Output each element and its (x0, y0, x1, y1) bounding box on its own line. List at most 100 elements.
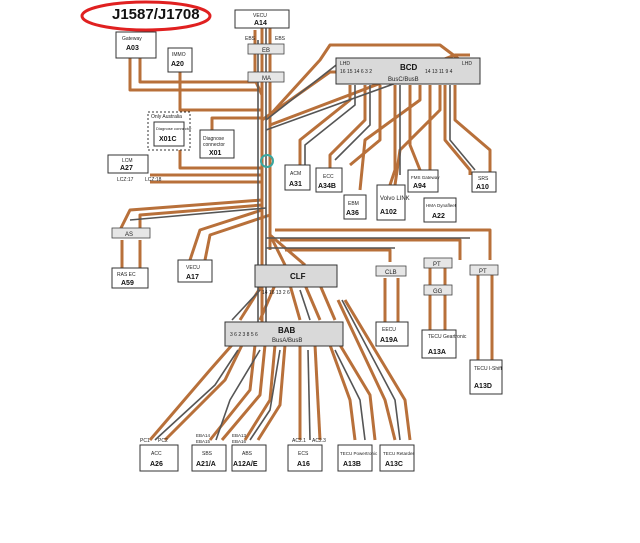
module-a13b-name: TECU Powertronic (340, 451, 378, 456)
module-a17: VECU A17 (177, 259, 213, 283)
module-a27-name: LCM (122, 158, 133, 164)
module-a59-code: A59 (121, 280, 134, 287)
primary-wires (118, 28, 494, 442)
module-a13b: TECU Powertronic A13B (337, 444, 378, 472)
diagram-title: J1587/J1708 (112, 6, 200, 23)
module-x01c-note: Only Australia (151, 114, 182, 120)
wire-labels: LCZ:17 LCZ:18 EBS EBS PC1 PC2 AC2.1 AC2.… (117, 36, 326, 444)
module-a21a-name: SBS (202, 451, 213, 457)
module-a59: RAS EC A59 (111, 267, 149, 289)
connector-gg: GG (423, 284, 453, 296)
connector-eb-label: EB (262, 48, 270, 54)
hub-clf-name: CLF (290, 272, 306, 281)
wire-label-ebs13: EBA13 (232, 433, 247, 438)
module-a102: Volvo LINK A102 (376, 184, 410, 221)
module-a14-code: A14 (254, 20, 267, 27)
module-a22-name: HMA Dynafleet (426, 203, 457, 208)
wire-label-ebs2: EBS (275, 36, 286, 42)
hub-bab-pins: 3 6 2 3 8 5 6 (230, 332, 258, 338)
module-a26-name: ACC (151, 451, 162, 457)
module-a31: ACM A31 (284, 164, 311, 191)
module-a19a: EECU A19A (375, 321, 409, 347)
module-a17-name: VECU (186, 265, 200, 271)
connector-pt2-label: PT (479, 269, 487, 275)
module-a31-code: A31 (289, 181, 302, 188)
hub-bab-sub: BusA/BusB (272, 338, 302, 344)
module-a16: ECS A16 (287, 444, 323, 472)
module-a21a-code: A21/A (196, 461, 216, 468)
module-a12ae-code: A12A/E (233, 461, 258, 468)
hub-clf: CLF 14 16 13 2 6 (254, 264, 338, 296)
wire-label-ebs16: EBA16 (232, 439, 247, 444)
module-a20-code: A20 (171, 61, 184, 68)
wire-label-ebs14: EBA14 (196, 433, 211, 438)
wire-label-ebs15: EBA15 (196, 439, 211, 444)
wire-label-ebs1: EBS (245, 36, 256, 42)
module-a102-name: Volvo LINK (380, 196, 410, 202)
module-x01c-code: X01C (159, 136, 177, 143)
module-a22-code: A22 (432, 213, 445, 220)
module-a21a: SBS A21/A (191, 444, 227, 472)
module-a94: FMS Gateway A94 (407, 169, 440, 193)
connector-ma: MA (247, 71, 285, 83)
module-a03-code: A03 (126, 45, 139, 52)
module-a13a-code: A13A (428, 349, 446, 356)
module-a13d: TECU I-Shift A13D (469, 359, 503, 395)
wire-label-lcz2: LCZ:18 (145, 177, 162, 183)
module-a36-code: A36 (346, 210, 359, 217)
module-a13d-name: TECU I-Shift (474, 366, 503, 372)
hub-bcd-sub: BusC/BusB (388, 77, 419, 83)
module-a13d-code: A13D (474, 383, 492, 390)
module-a34b-code: A34B (318, 183, 336, 190)
connector-clb-label: CLB (385, 270, 397, 276)
module-a14: VECU A14 (234, 9, 290, 29)
module-a20: IMMO A20 (167, 47, 193, 73)
module-a26: ACC A26 (139, 444, 179, 472)
module-a10-code: A10 (476, 184, 489, 191)
wire-label-lcz1: LCZ:17 (117, 177, 134, 183)
module-a31-name: ACM (290, 171, 301, 177)
module-a16-name: ECS (298, 451, 309, 457)
connector-ma-label: MA (262, 76, 271, 82)
module-a34b-name: ECC (323, 174, 334, 180)
module-a59-name: RAS EC (117, 272, 136, 278)
wire-label-pc2: PC2 (158, 438, 168, 444)
module-a16-code: A16 (297, 461, 310, 468)
module-a12ae-name: ABS (242, 451, 253, 457)
hub-bcd: LHD LHD 16 15 14 6 3 2 14 13 11 9 4 BCD … (335, 57, 481, 85)
module-x01c: Only Australia Diagnose connector X01C (147, 111, 192, 151)
connector-as-label: AS (125, 232, 133, 238)
hub-bcd-pins-right: 14 13 11 9 4 (425, 69, 453, 75)
hub-x01-label2: connector (203, 142, 225, 148)
connector-pt: PT (423, 257, 453, 269)
module-a27-code: A27 (120, 165, 133, 172)
hub-bcd-right-tag: LHD (462, 61, 472, 67)
module-a94-code: A94 (413, 183, 426, 190)
highlight-marker (260, 154, 274, 168)
module-a13c: TECU Retarder A13C (379, 444, 415, 472)
module-a36: EBM A36 (343, 194, 367, 220)
module-a03: Gateway A03 (115, 31, 157, 59)
module-a26-code: A26 (150, 461, 163, 468)
hub-bcd-left-tag: LHD (340, 61, 350, 67)
module-x01c-name: Diagnose connector (156, 126, 192, 131)
module-a14-name: VECU (253, 13, 267, 19)
module-a12ae: ABS A12A/E (231, 444, 267, 472)
hub-clf-pins: 14 16 13 2 6 (262, 290, 290, 296)
hub-x01-name: X01 (209, 150, 222, 157)
module-a10: SRS A10 (471, 171, 497, 193)
connector-pt-label: PT (433, 262, 441, 268)
connector-gg-label: GG (433, 289, 443, 295)
module-a13a-name: TECU Geartronic (428, 334, 467, 340)
hub-bcd-pins-left: 16 15 14 6 3 2 (340, 69, 372, 75)
module-a13b-code: A13B (343, 461, 361, 468)
module-a13c-name: TECU Retarder (383, 451, 415, 456)
module-a20-name: IMMO (172, 52, 186, 58)
module-a13c-code: A13C (385, 461, 403, 468)
connector-pt2: PT (469, 264, 499, 276)
module-a34b: ECC A34B (315, 167, 343, 193)
module-a03-name: Gateway (122, 36, 142, 42)
module-a10-name: SRS (478, 176, 489, 182)
hub-x01-label1: Diagnose (203, 136, 224, 142)
